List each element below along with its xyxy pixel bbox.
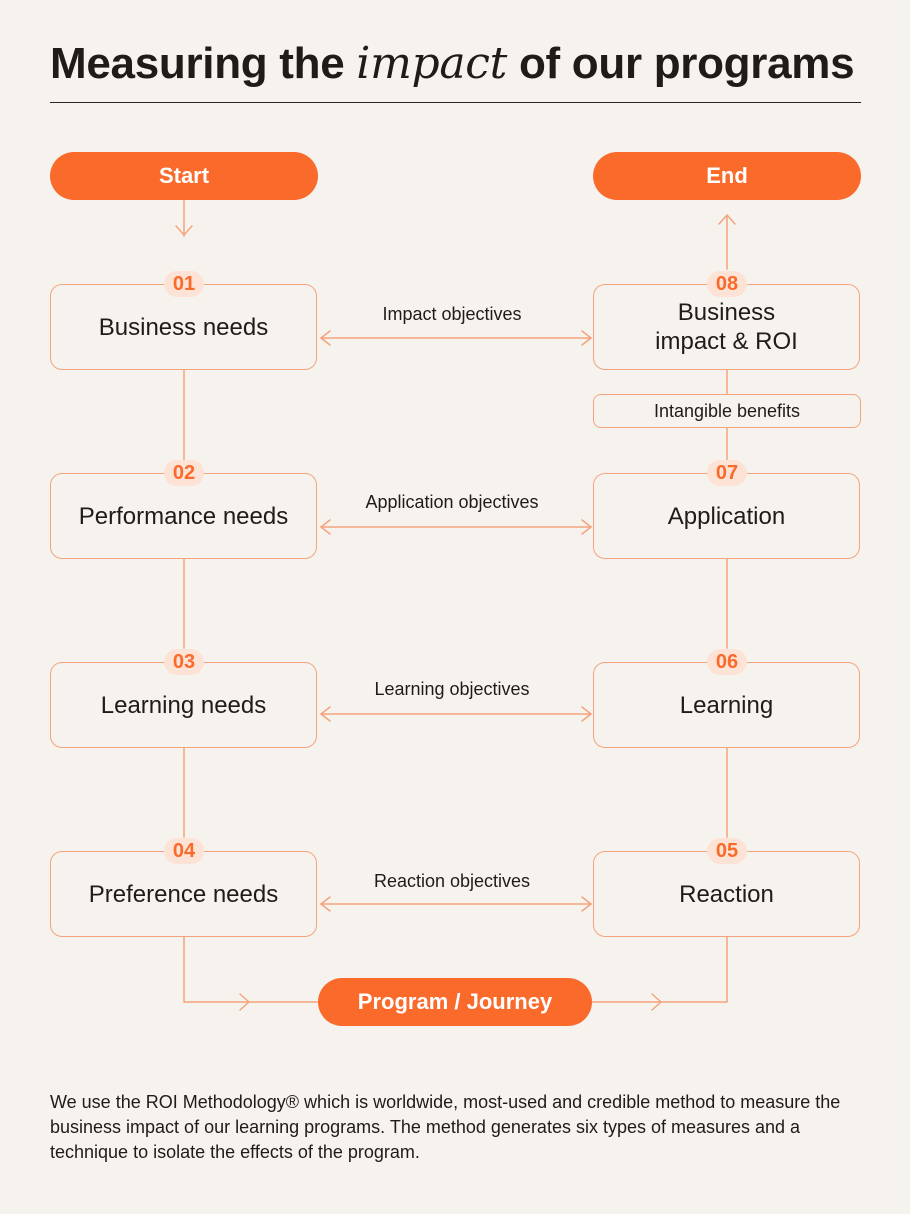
objective-arrowhead-1-left (320, 330, 331, 346)
step-badge-07: 07 (707, 460, 747, 486)
step-badge-03: 03 (164, 649, 204, 675)
title-divider (50, 102, 861, 103)
learning-objectives-label: Learning objectives (374, 679, 530, 699)
start-button: Start (50, 152, 318, 200)
learning-label: Learning (679, 691, 774, 719)
preference-needs-box: Preference needs (50, 851, 317, 937)
step-badge-01: 01 (164, 271, 204, 297)
business-impact-roi-label: Business impact & ROI (655, 299, 798, 355)
learning-needs-box: Learning needs (50, 662, 317, 748)
objective-arrowhead-1-right (581, 330, 592, 346)
title-text-suffix: of our programs (507, 39, 855, 88)
page-title: Measuring the impact of our programs (50, 38, 855, 89)
step-badge-06: 06 (707, 649, 747, 675)
business-impact-roi-box: Business impact & ROI (593, 284, 860, 370)
objective-arrowhead-4-left (320, 896, 331, 912)
end-button: End (593, 152, 861, 200)
intangible-benefits-box: Intangible benefits (593, 394, 861, 428)
methodology-description: We use the ROI Methodology® which is wor… (50, 1092, 841, 1162)
title-emphasis: impact (356, 38, 508, 89)
application-label: Application (667, 502, 786, 530)
program-arrowhead-right (651, 993, 662, 1011)
business-needs-box: Business needs (50, 284, 317, 370)
program-connector-left (183, 936, 319, 1003)
learning-box: Learning (593, 662, 860, 748)
objective-arrowhead-3-right (581, 706, 592, 722)
program-arrowhead-left (239, 993, 250, 1011)
objective-arrowhead-3-left (320, 706, 331, 722)
objective-arrowhead-2-right (581, 519, 592, 535)
application-box: Application (593, 473, 860, 559)
reaction-label: Reaction (679, 880, 774, 908)
reaction-box: Reaction (593, 851, 860, 937)
intangible-benefits-label: Intangible benefits (653, 400, 801, 421)
start-arrowhead (175, 225, 193, 236)
objective-arrowhead-2-left (320, 519, 331, 535)
step-badge-04: 04 (164, 838, 204, 864)
preference-needs-label: Preference needs (88, 880, 279, 908)
application-objectives-label: Application objectives (365, 492, 539, 512)
business-needs-label: Business needs (98, 313, 269, 341)
impact-objectives-label: Impact objectives (382, 304, 522, 324)
end-arrowhead (718, 214, 736, 225)
program-connector-right (591, 936, 728, 1003)
performance-needs-label: Performance needs (78, 502, 289, 530)
title-text: Measuring the (50, 39, 357, 88)
reaction-objectives-label: Reaction objectives (373, 871, 531, 891)
objective-arrowhead-4-right (581, 896, 592, 912)
program-journey-button: Program / Journey (318, 978, 592, 1026)
step-badge-05: 05 (707, 838, 747, 864)
step-badge-08: 08 (707, 271, 747, 297)
learning-needs-label: Learning needs (100, 691, 267, 719)
step-badge-02: 02 (164, 460, 204, 486)
